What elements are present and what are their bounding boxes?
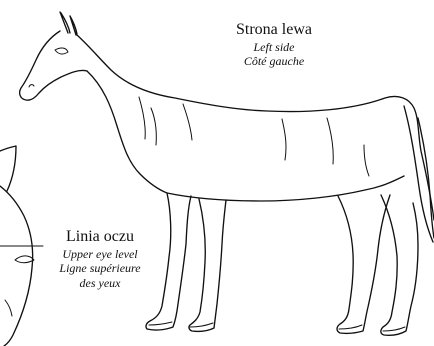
horse-front-face-detail	[5, 300, 12, 316]
left-side-english: Left side	[218, 41, 330, 54]
horse-front-eye-outline	[15, 256, 34, 263]
horse-belly-outline	[167, 176, 404, 201]
horse-tail-outline	[404, 106, 434, 242]
left-side-french: Côté gauche	[218, 55, 330, 68]
horse-eye-outline	[55, 48, 68, 54]
left-side-title: Strona lewa	[218, 22, 330, 39]
horse-head-outline	[20, 31, 87, 100]
eye-level-french-line-one: Ligne supérieure	[44, 262, 156, 275]
eye-level-french-line-two: des yeux	[44, 277, 156, 290]
horse-nostril-outline	[29, 85, 34, 87]
horse-hind-leg-outline	[337, 195, 390, 333]
horse-neck-chest-outline	[87, 71, 167, 193]
left-side-label: Strona lewa Left side Côté gauche	[218, 22, 330, 68]
horse-hind-leg-inner-outline	[381, 195, 418, 335]
horse-front-leg-inner-outline	[189, 199, 226, 331]
eye-level-english: Upper eye level	[44, 248, 156, 261]
eye-level-label: Linia oczu Upper eye level Ligne supérie…	[44, 229, 156, 290]
horse-front-face-outline	[0, 186, 33, 346]
horse-front-ear-outline	[0, 146, 16, 191]
horse-hoof-lines	[149, 322, 405, 331]
eye-level-title: Linia oczu	[44, 229, 156, 246]
horse-ear-outline	[60, 12, 77, 35]
horse-front-head-outline	[0, 146, 43, 346]
